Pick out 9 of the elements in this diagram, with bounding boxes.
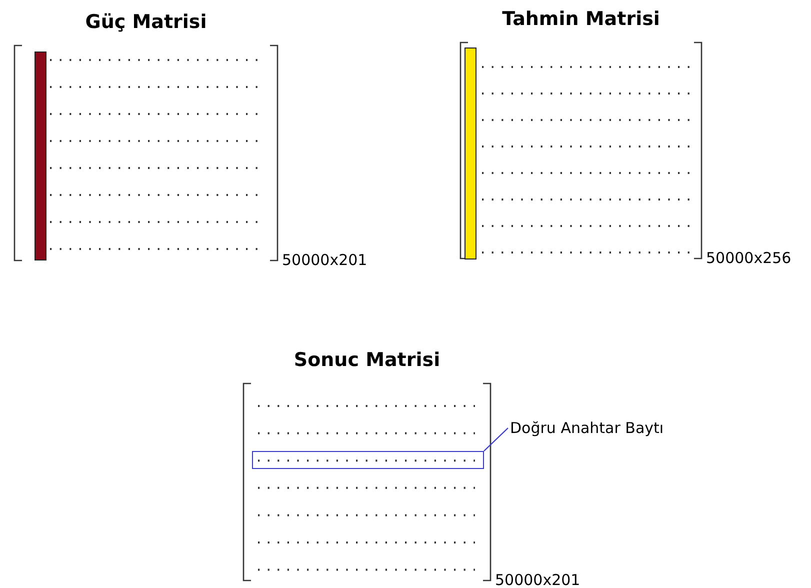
matrix-title: Güç Matrisi: [84, 11, 208, 33]
leader-line: [484, 428, 508, 452]
dimension-label: 50000x256: [706, 249, 792, 267]
matrix-title: Tahmin Matrisi: [501, 8, 661, 30]
matrix-title: Sonuc Matrisi: [292, 349, 442, 371]
dimension-label: 50000x201: [495, 571, 580, 588]
annotation-text: Doğru Anahtar Baytı: [510, 419, 664, 437]
dimension-label: 50000x201: [282, 251, 368, 269]
highlighted-row: [252, 451, 484, 469]
